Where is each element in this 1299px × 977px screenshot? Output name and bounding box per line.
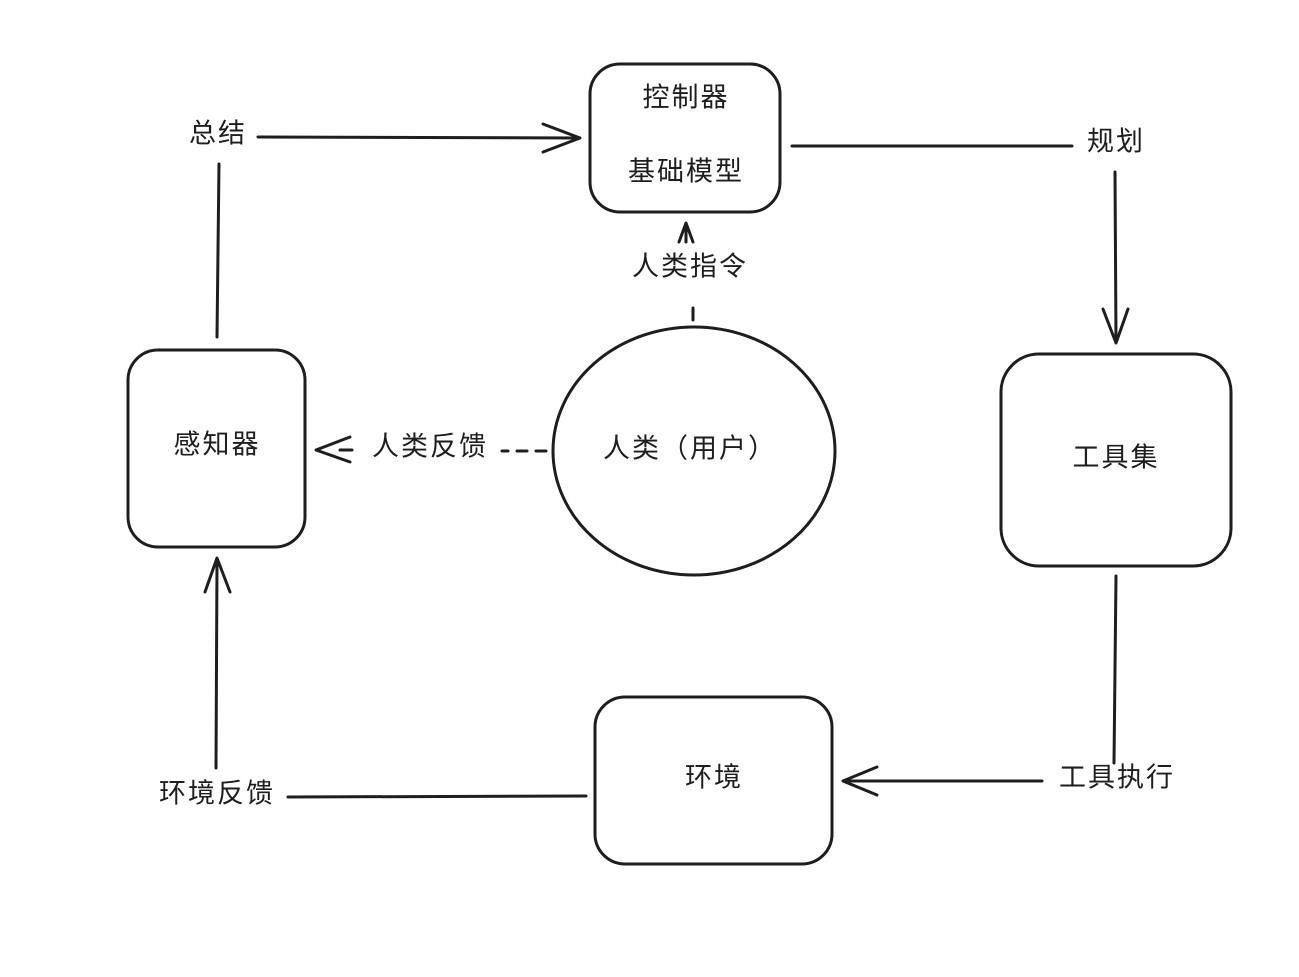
edge-label-human-instruction: 人类指令	[632, 252, 748, 283]
environment-label: 环境	[685, 763, 743, 794]
arrow-head-left-icon	[841, 765, 879, 797]
edge-summary-to-controller	[256, 122, 582, 154]
human-user-node: 人类（用户）	[551, 325, 837, 577]
human-user-label: 人类（用户）	[603, 434, 777, 465]
edge-execution-to-environment	[841, 765, 1044, 797]
edge-label-human-feedback: 人类反馈	[372, 432, 488, 463]
edge-perceiver-to-summary	[215, 162, 221, 339]
edge-planning-to-toolset	[1101, 170, 1130, 345]
edge-label-planning: 规划	[1087, 127, 1145, 158]
toolset-label: 工具集	[1073, 443, 1160, 474]
edge-human-feedback	[314, 435, 548, 464]
edge-environment-to-feedback	[286, 794, 588, 799]
controller-node: 控制器 基础模型	[588, 62, 782, 214]
edge-toolset-to-execution	[1112, 574, 1118, 765]
arrow-head-up-icon	[203, 556, 232, 594]
controller-title: 控制器	[643, 83, 730, 114]
edge-label-summary: 总结	[189, 119, 247, 150]
environment-node: 环境	[593, 695, 834, 866]
arrow-head-up-icon	[677, 221, 695, 244]
edge-label-environment-feedback: 环境反馈	[159, 779, 275, 810]
arrow-head-left-icon	[314, 435, 352, 464]
toolset-node: 工具集	[999, 352, 1233, 568]
edge-label-tool-execution: 工具执行	[1059, 763, 1175, 794]
arrow-head-right-icon	[541, 122, 582, 154]
arrow-head-down-icon	[1101, 307, 1130, 345]
controller-subtitle: 基础模型	[628, 157, 744, 188]
perceiver-label: 感知器	[174, 430, 261, 461]
perceiver-node: 感知器	[126, 348, 307, 549]
edge-human-instruction	[677, 221, 695, 322]
edge-env-feedback-to-perceiver	[203, 556, 232, 770]
